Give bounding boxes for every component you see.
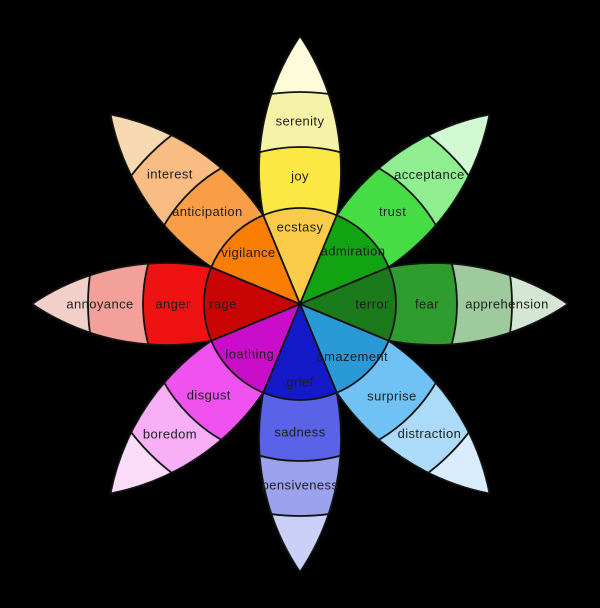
label-admiration: admiration: [321, 244, 386, 259]
label-rage: rage: [209, 297, 237, 312]
label-fear: fear: [415, 297, 439, 312]
label-joy: joy: [290, 169, 309, 184]
label-anticipation: anticipation: [172, 204, 243, 219]
petal-disgust-center-wedge: [210, 303, 301, 394]
petal-fear-center-wedge: [299, 266, 397, 342]
petal-trust-center-wedge: [299, 214, 390, 305]
label-loathing: loathing: [225, 347, 274, 362]
petal-anticipation-center-wedge: [210, 214, 301, 305]
label-ecstasy: ecstasy: [277, 220, 324, 235]
label-terror: terror: [355, 297, 389, 312]
petal-sadness-center-wedge: [262, 303, 338, 401]
label-amazement: amazement: [317, 349, 389, 364]
label-acceptance: acceptance: [394, 167, 465, 182]
label-boredom: boredom: [143, 427, 197, 442]
label-vigilance: vigilance: [221, 245, 275, 260]
label-apprehension: apprehension: [465, 297, 549, 312]
petal-surprise-center-wedge: [299, 303, 390, 394]
label-trust: trust: [379, 204, 406, 219]
ring-boundary: [87, 91, 513, 517]
label-sadness: sadness: [274, 425, 325, 440]
label-pensiveness: pensiveness: [262, 478, 339, 493]
label-grief: grief: [286, 375, 313, 390]
petal-joy-center-wedge: [262, 207, 338, 305]
label-annoyance: annoyance: [66, 297, 133, 312]
ring-boundaries: [87, 91, 513, 517]
label-distraction: distraction: [398, 426, 462, 441]
petal-anger-center-wedge: [203, 266, 301, 342]
label-surprise: surprise: [367, 388, 416, 403]
label-serenity: serenity: [276, 114, 325, 129]
label-anger: anger: [155, 297, 191, 312]
label-interest: interest: [147, 166, 193, 181]
ring-boundary: [142, 146, 458, 462]
label-disgust: disgust: [187, 388, 231, 403]
